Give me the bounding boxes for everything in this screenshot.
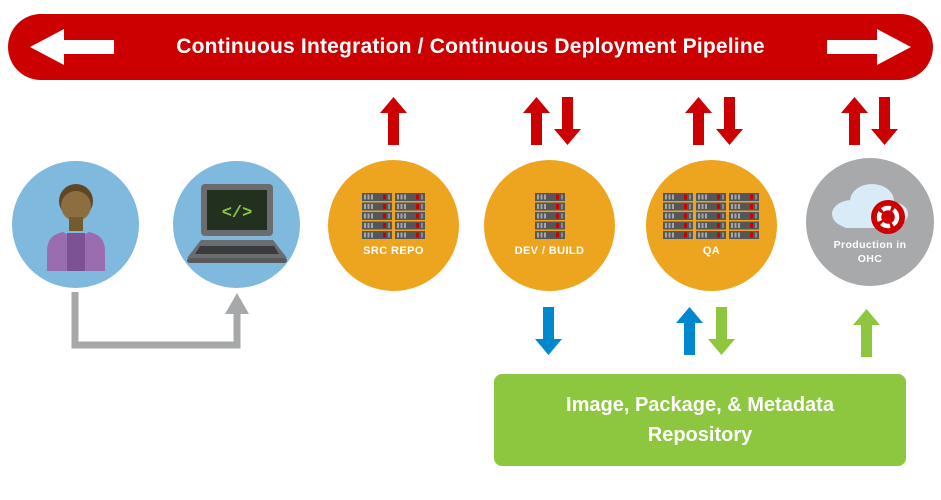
- right-arrow-icon: [827, 29, 911, 65]
- node-dev-build-label: DEV / BUILD: [514, 244, 585, 257]
- node-developer: [12, 161, 139, 288]
- cloud-openshift-icon: [832, 184, 908, 235]
- node-production-label: Production in OHC: [833, 239, 907, 265]
- node-qa: QA: [646, 160, 777, 291]
- repository-box: Image, Package, & Metadata Repository: [494, 374, 906, 466]
- repo-to-production-up-arrow-icon: [853, 309, 880, 357]
- qa-down-arrow-icon: [716, 97, 743, 145]
- pipeline-title: Continuous Integration / Continuous Depl…: [176, 35, 765, 58]
- server-stack-icon: [362, 193, 426, 239]
- dev-build-up-arrow-icon: [523, 97, 550, 145]
- server-stack-icon: [663, 193, 760, 239]
- qa-up-arrow-icon: [685, 97, 712, 145]
- repository-box-label: Image, Package, & Metadata Repository: [566, 394, 834, 446]
- node-production: Production in OHC: [806, 158, 934, 286]
- person-icon: [46, 183, 105, 271]
- node-workstation: </>: [173, 161, 300, 288]
- node-dev-build: DEV / BUILD: [484, 160, 615, 291]
- node-qa-label: QA: [702, 244, 721, 257]
- production-up-arrow-icon: [841, 97, 868, 145]
- qa-to-repo-down-arrow-icon: [708, 307, 735, 355]
- dev-build-down-arrow-icon: [554, 97, 581, 145]
- src-repo-up-arrow-icon: [380, 97, 407, 145]
- developer-to-workstation-arrow: [71, 292, 249, 349]
- code-glyph: </>: [221, 204, 252, 223]
- node-src-repo: SRC REPO: [328, 160, 459, 291]
- repo-to-qa-up-arrow-icon: [676, 307, 703, 355]
- production-down-arrow-icon: [871, 97, 898, 145]
- pipeline-banner: Continuous Integration / Continuous Depl…: [8, 14, 933, 80]
- laptop-code-icon: </>: [186, 183, 287, 263]
- server-icon: [535, 193, 565, 239]
- dev-build-to-repo-down-arrow-icon: [535, 307, 562, 355]
- left-arrow-icon: [30, 29, 114, 65]
- node-src-repo-label: SRC REPO: [363, 244, 424, 257]
